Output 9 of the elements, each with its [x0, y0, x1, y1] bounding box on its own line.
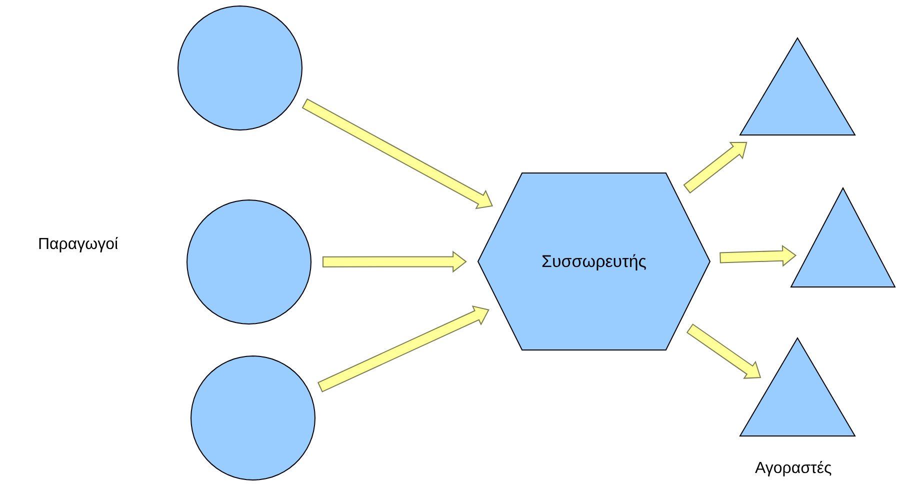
block-arrow	[322, 250, 467, 273]
group-label: Παραγωγοί	[38, 236, 118, 254]
block-arrow	[302, 98, 494, 210]
block-arrow	[683, 142, 748, 194]
block-arrow	[317, 305, 490, 392]
block-arrow	[720, 244, 797, 267]
block-arrow	[686, 324, 762, 379]
group-label: Αγοραστές	[755, 460, 832, 478]
node-label: Συσσωρευτής	[542, 252, 646, 272]
